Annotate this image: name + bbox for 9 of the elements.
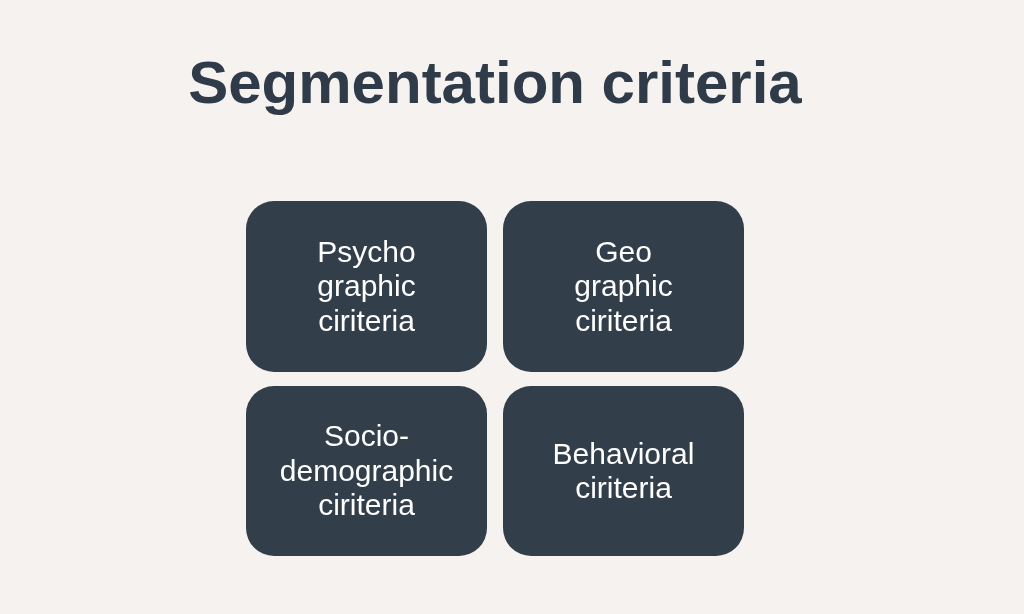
box-label: Behavioral ciriteria xyxy=(551,436,696,506)
box-label: Socio- demographic ciriteria xyxy=(278,419,455,523)
criteria-box xyxy=(503,386,744,556)
title: Segmentation criteria xyxy=(187,48,803,117)
box-label: Psycho graphic ciriteria xyxy=(316,234,417,339)
criteria-box xyxy=(503,201,744,372)
criteria-box xyxy=(246,386,487,556)
box-label: Geo graphic ciriteria xyxy=(573,234,674,339)
criteria-box xyxy=(246,201,487,372)
